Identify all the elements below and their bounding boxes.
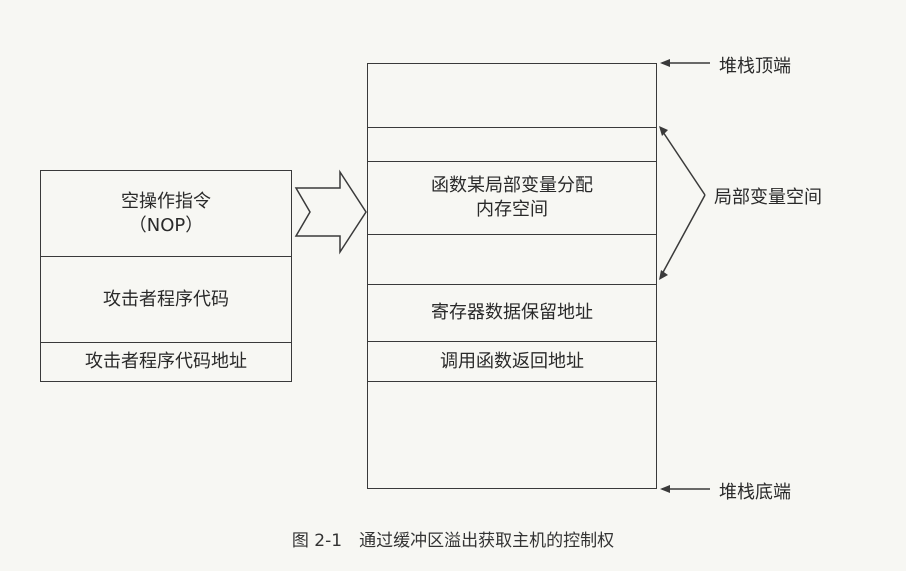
local-var-lower-arrow bbox=[660, 194, 706, 277]
nop-sublabel: （NOP） bbox=[128, 214, 204, 236]
nop-cell: 空操作指令 （NOP） bbox=[41, 171, 291, 256]
local-variable-cell: 函数某局部变量分配 内存空间 bbox=[368, 161, 656, 234]
attacker-code-address-label: 攻击者程序代码地址 bbox=[85, 350, 247, 372]
stack-empty-slot bbox=[368, 127, 656, 161]
attacker-code-cell: 攻击者程序代码 bbox=[41, 256, 291, 342]
saved-registers-label: 寄存器数据保留地址 bbox=[431, 302, 593, 323]
stack-block: 函数某局部变量分配 内存空间 寄存器数据保留地址 调用函数返回地址 bbox=[367, 63, 657, 489]
return-address-label: 调用函数返回地址 bbox=[440, 350, 584, 372]
stack-empty-slot-2 bbox=[368, 234, 656, 284]
figure-caption: 图 2-1 通过缓冲区溢出获取主机的控制权 bbox=[291, 531, 615, 551]
attacker-code-label: 攻击者程序代码 bbox=[103, 288, 229, 310]
local-variable-label: 函数某局部变量分配 bbox=[431, 175, 593, 196]
nop-label: 空操作指令 bbox=[121, 190, 211, 212]
saved-registers-cell: 寄存器数据保留地址 bbox=[368, 284, 656, 341]
attacker-code-address-cell: 攻击者程序代码地址 bbox=[41, 342, 291, 380]
return-address-cell: 调用函数返回地址 bbox=[368, 341, 656, 381]
stack-empty-bottom bbox=[368, 381, 656, 487]
stack-bottom-label: 堆栈底端 bbox=[719, 482, 791, 503]
local-variable-space-label: 局部变量空间 bbox=[714, 187, 822, 208]
payload-block: 空操作指令 （NOP） 攻击者程序代码 攻击者程序代码地址 bbox=[40, 170, 292, 382]
overflow-arrow bbox=[294, 169, 367, 255]
local-variable-sublabel: 内存空间 bbox=[476, 199, 548, 220]
stack-top-label: 堆栈顶端 bbox=[719, 56, 791, 77]
local-var-upper-arrow bbox=[660, 128, 706, 196]
